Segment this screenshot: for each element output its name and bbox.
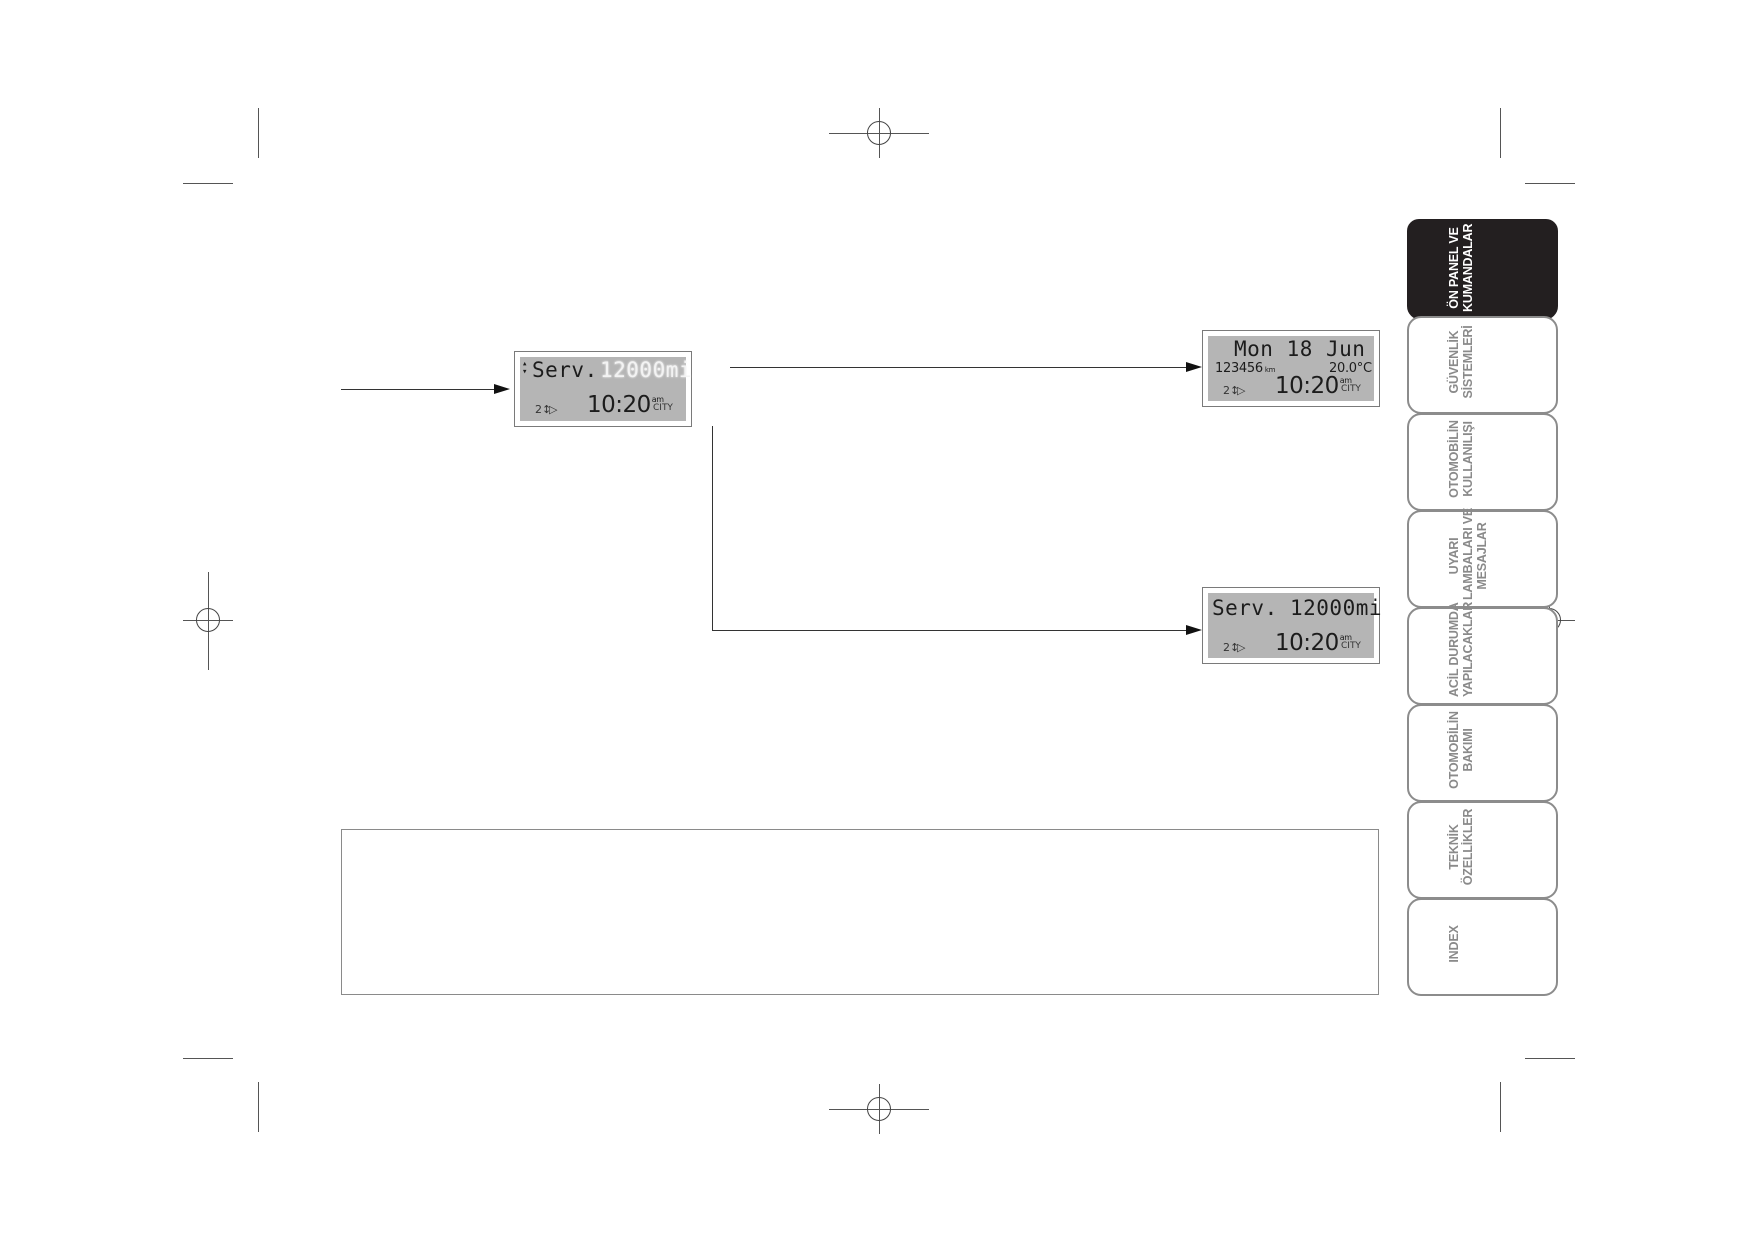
- lcd-screen: ▴ ▾ Serv. 12000mi 2↕ ▷ 10:20am CITY: [520, 357, 692, 421]
- gear-icon: 2↕: [535, 403, 552, 416]
- service-label: Serv.: [532, 358, 598, 382]
- date-text: Mon 18 Jun: [1234, 337, 1366, 361]
- gear-icon: 2↕: [1223, 384, 1240, 397]
- tab-on-panel-ve-kumandalar[interactable]: ÖN PANEL VE KUMANDALAR: [1407, 219, 1558, 320]
- lcd-display-service-steady: Serv. 12000mi 2↕ ▷ 10:20am CITY: [1202, 587, 1382, 664]
- up-down-arrow-icon: ▴ ▾: [522, 359, 528, 377]
- trip-mode-label: CITY: [653, 403, 673, 413]
- tab-otomobilin-bakimi[interactable]: OTOMOBİLİN BAKIMI: [1407, 704, 1558, 802]
- tab-uyari-lambalari-ve-mesajlar[interactable]: UYARI LAMBALARI VE MESAJLAR: [1407, 507, 1558, 608]
- lcd-display-service-flashing: ▴ ▾ Serv. 12000mi 2↕ ▷ 10:20am CITY: [514, 351, 692, 427]
- tab-acil-durumda-yapilacaklar[interactable]: ACİL DURUMDA YAPILACAKLAR: [1407, 601, 1558, 705]
- tab-label: ACİL DURUMDA YAPILACAKLAR: [1447, 601, 1475, 697]
- headlight-icon: ▷: [1237, 384, 1246, 397]
- lcd-screen: Serv. 12000mi 2↕ ▷ 10:20am CITY: [1208, 593, 1382, 658]
- service-distance-value: 12000mi: [1290, 596, 1383, 620]
- tab-guvenlik-sistemleri[interactable]: GÜVENLİK SİSTEMLERİ: [1407, 316, 1558, 414]
- tab-label: INDEX: [1447, 925, 1461, 963]
- outside-temperature: 20.0°C: [1329, 361, 1372, 376]
- service-distance-value: 12000mi: [600, 358, 693, 382]
- clock-time: 10:20am: [1275, 630, 1352, 656]
- odometer-unit: km: [1264, 366, 1276, 374]
- note-box: [341, 829, 1379, 995]
- clock-time: 10:20am: [1275, 373, 1352, 399]
- tab-index[interactable]: INDEX: [1407, 898, 1558, 996]
- tab-teknik-ozellikler[interactable]: TEKNİK ÖZELLİKLER: [1407, 801, 1558, 899]
- service-label: Serv.: [1212, 596, 1278, 620]
- tab-label: OTOMOBİLİN KULLANILIŞI: [1447, 420, 1475, 498]
- clock-ampm: am: [1339, 376, 1352, 385]
- headlight-icon: ▷: [1237, 641, 1246, 654]
- trip-mode-label: CITY: [1341, 384, 1361, 394]
- headlight-icon: ▷: [549, 403, 558, 416]
- tab-label: GÜVENLİK SİSTEMLERİ: [1447, 325, 1475, 399]
- clock-ampm: am: [1339, 633, 1352, 642]
- tab-otomobilin-kullanilisi[interactable]: OTOMOBİLİN KULLANILIŞI: [1407, 413, 1558, 511]
- tab-label: OTOMOBİLİN BAKIMI: [1447, 711, 1475, 789]
- clock-time: 10:20am: [587, 392, 664, 418]
- tab-label: TEKNİK ÖZELLİKLER: [1447, 808, 1475, 886]
- trip-mode-label: CITY: [1341, 641, 1361, 651]
- tab-label: ÖN PANEL VE KUMANDALAR: [1447, 223, 1475, 312]
- gear-icon: 2↕: [1223, 641, 1240, 654]
- tab-label: UYARI LAMBALARI VE MESAJLAR: [1447, 507, 1489, 600]
- clock-ampm: am: [651, 395, 664, 404]
